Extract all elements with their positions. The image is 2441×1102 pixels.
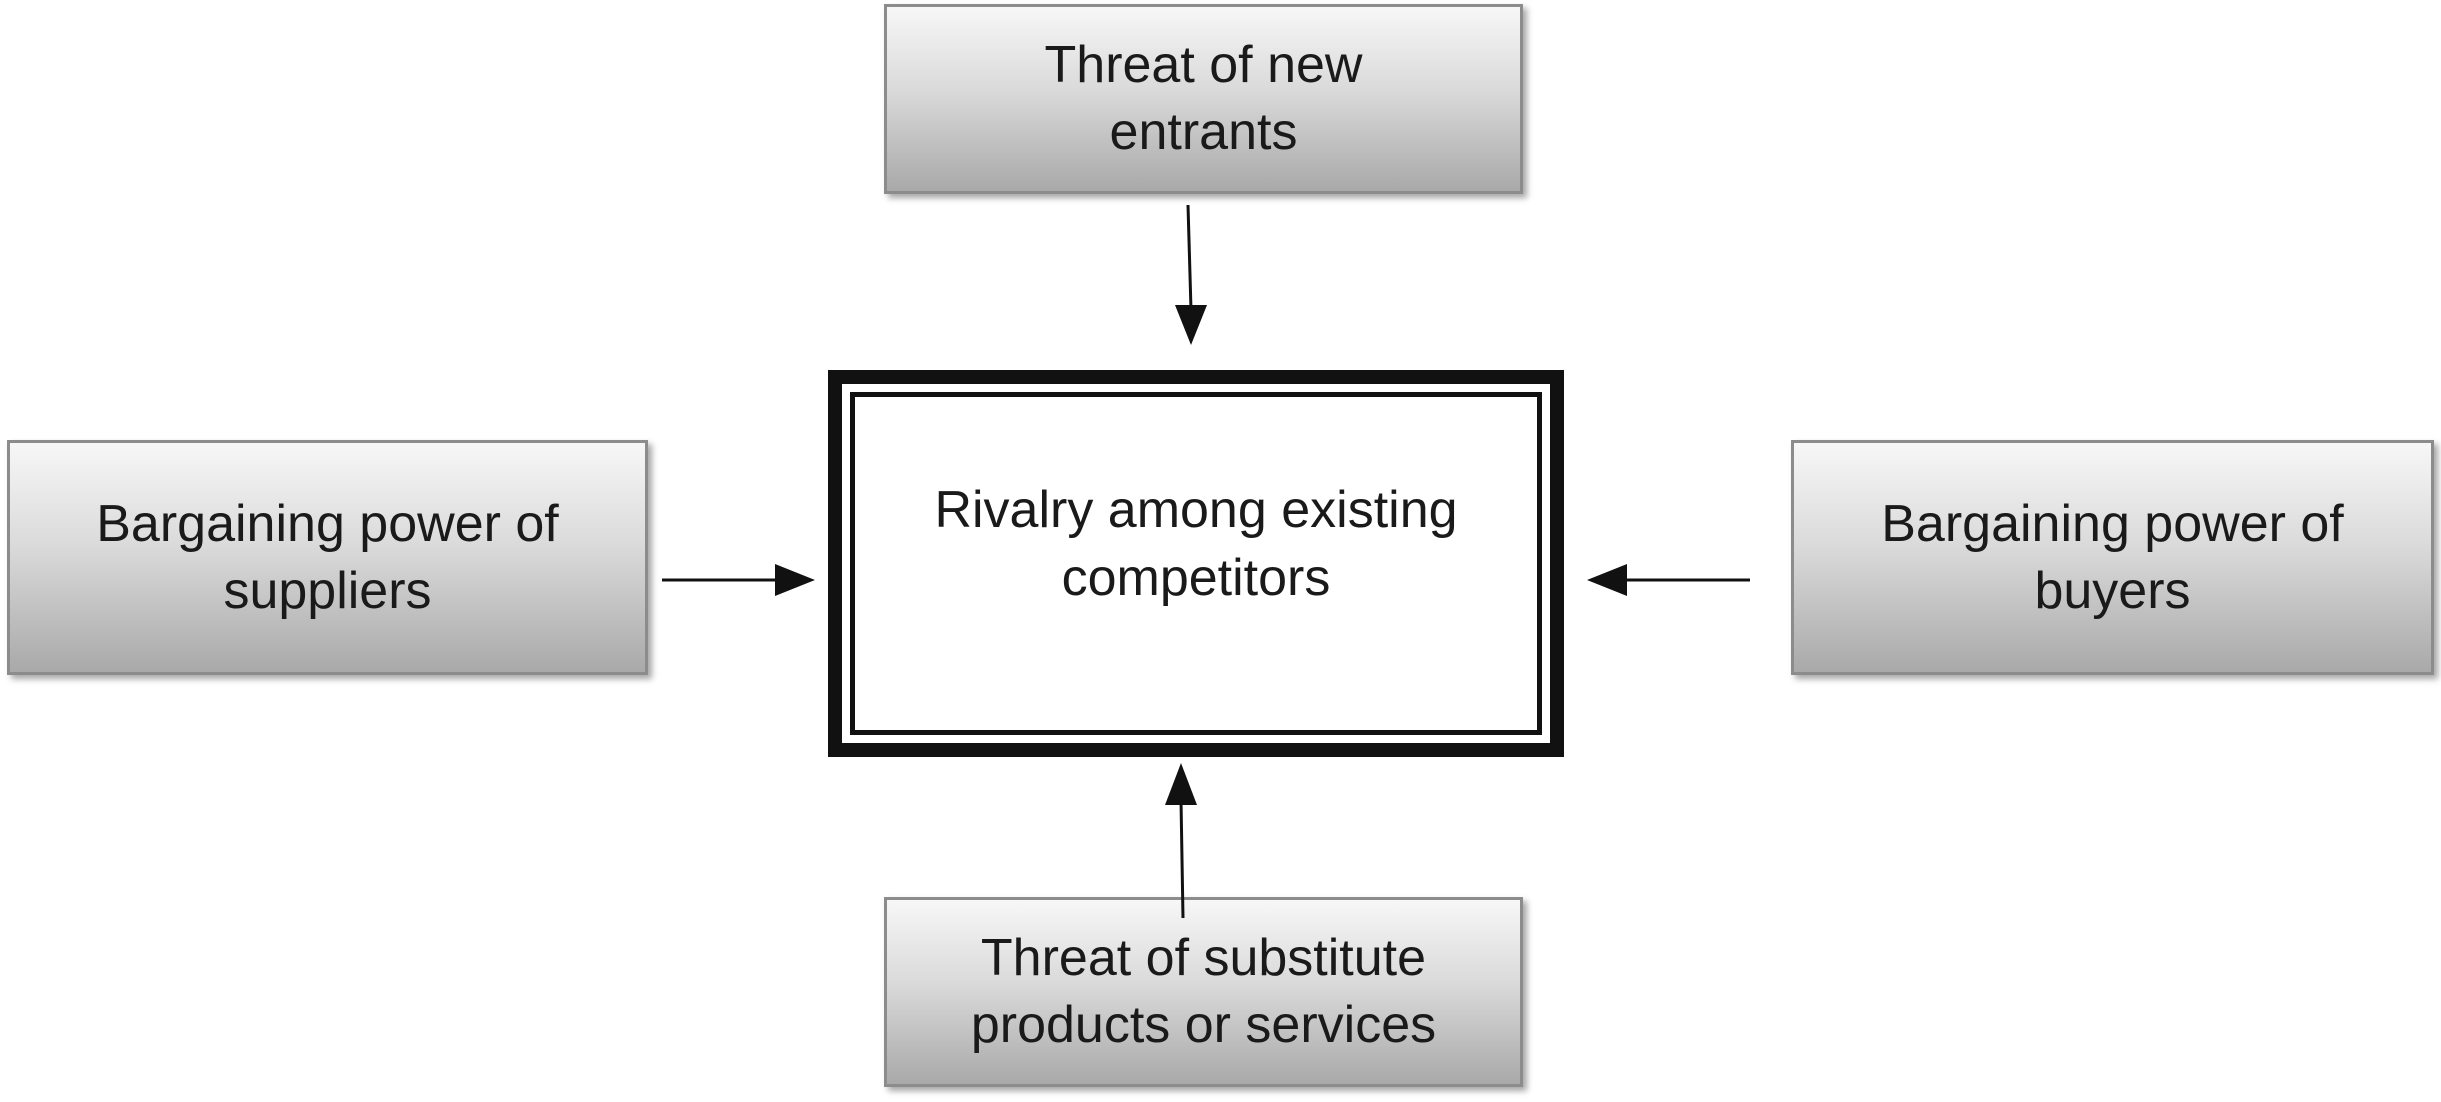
force-box-new-entrants: Threat of new entrants: [884, 4, 1523, 194]
central-rivalry-inner-frame: Rivalry among existing competitors: [850, 392, 1542, 735]
central-rivalry-label: Rivalry among existing competitors: [934, 481, 1458, 607]
force-box-buyers: Bargaining power of buyers: [1791, 440, 2434, 675]
force-label-suppliers: Bargaining power of suppliers: [96, 494, 559, 620]
force-box-substitutes: Threat of substitute products or service…: [884, 897, 1523, 1087]
arrow-suppliers-to-center: [662, 564, 815, 596]
central-rivalry-box: Rivalry among existing competitors: [828, 370, 1564, 757]
arrow-new-entrants-to-center: [1175, 204, 1207, 345]
force-label-substitutes: Threat of substitute products or service…: [970, 929, 1437, 1054]
arrow-substitutes-to-center: [1165, 763, 1197, 919]
arrow-buyers-to-center: [1587, 564, 1750, 596]
force-label-buyers: Bargaining power of buyers: [1881, 494, 2344, 620]
force-label-new-entrants: Threat of new entrants: [1044, 36, 1363, 161]
force-box-suppliers: Bargaining power of suppliers: [7, 440, 648, 675]
